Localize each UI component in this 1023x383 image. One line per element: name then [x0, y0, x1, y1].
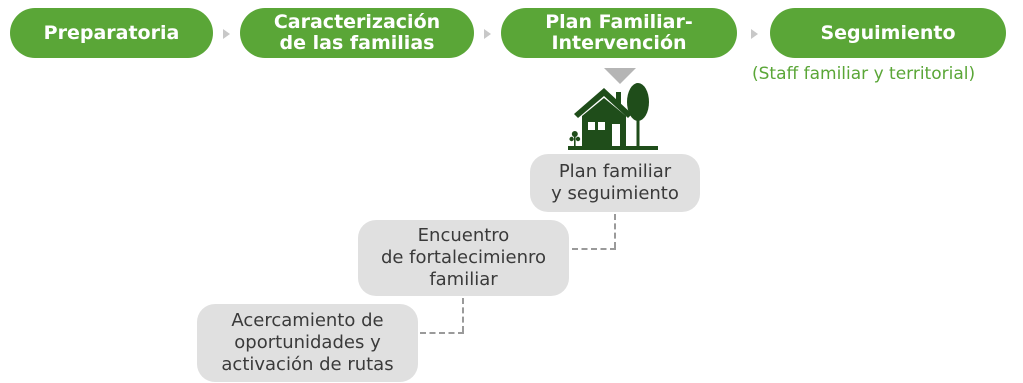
step-acercamiento: Acercamiento de oportunidades y activaci… [197, 304, 418, 382]
step-label: Encuentro de fortalecimienro familiar [380, 225, 547, 290]
chevron-right-icon [751, 29, 758, 39]
connector-horizontal [572, 248, 616, 250]
phase-label: Seguimiento [820, 21, 956, 44]
phase-note: (Staff familiar y territorial) [752, 64, 976, 84]
connector-horizontal [420, 332, 464, 334]
phase-caracterizacion: Caracterización de las familias [240, 8, 474, 58]
step-label: Acercamiento de oportunidades y activaci… [221, 310, 394, 375]
phase-preparatoria: Preparatoria [10, 8, 213, 58]
house-tree-icon [568, 83, 658, 150]
chevron-right-icon [484, 29, 491, 39]
phase-label: Plan Familiar- Intervención [545, 11, 693, 54]
step-label: Plan familiar y seguimiento [551, 161, 679, 204]
phase-label: Preparatoria [43, 21, 180, 44]
connector-vertical [614, 214, 616, 248]
chevron-right-icon [223, 29, 230, 39]
phase-seguimiento: Seguimiento [770, 8, 1006, 58]
phase-plan-familiar: Plan Familiar- Intervención [501, 8, 737, 58]
connector-vertical [462, 298, 464, 332]
down-triangle-icon [604, 68, 636, 84]
step-plan-familiar: Plan familiar y seguimiento [530, 154, 700, 212]
phase-label: Caracterización de las familias [273, 11, 441, 54]
step-encuentro: Encuentro de fortalecimienro familiar [358, 220, 569, 296]
